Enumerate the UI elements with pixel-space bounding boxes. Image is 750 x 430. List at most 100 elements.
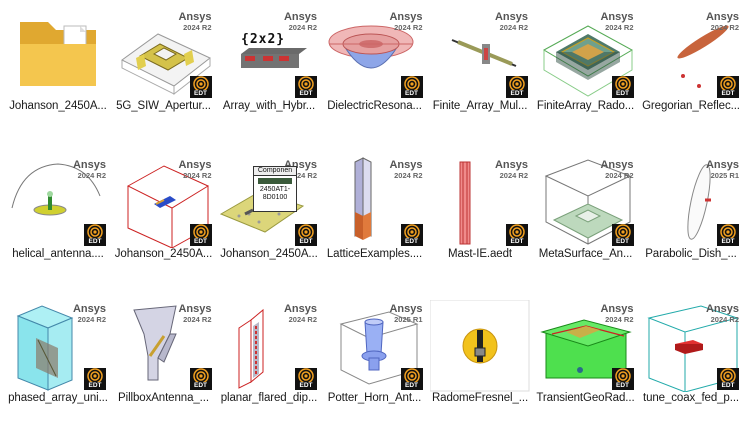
model-preview-icon xyxy=(126,165,209,248)
file-item[interactable]: Ansys 2024 R2 EDT TransientGeoRad... xyxy=(534,292,638,410)
file-item[interactable]: Ansys 2024 R2 EDT planar_flared_dip... xyxy=(217,292,321,410)
file-name-label: TransientGeoRad... xyxy=(536,392,635,404)
model-preview-icon xyxy=(542,25,633,97)
edt-badge-icon: EDT xyxy=(189,76,212,98)
edt-badge-label: EDT xyxy=(299,382,313,389)
zip-archive-icon xyxy=(430,300,530,392)
file-item[interactable]: Ansys 2025 R1 EDT Potter_Horn_Ant... xyxy=(323,292,427,410)
ansys-brand-badge: Ansys 2025 R1 xyxy=(389,304,422,324)
file-thumbnail: Ansys 2024 R2 EDT xyxy=(8,300,108,392)
file-name-label: tune_coax_fed_p... xyxy=(642,392,740,404)
file-item[interactable]: Ansys 2024 R2 EDT Finite_Array_Mul... xyxy=(428,0,532,118)
ansys-brand-badge: Ansys 2024 R2 xyxy=(495,160,528,180)
edt-badge-icon: EDT xyxy=(611,368,634,390)
model-preview-icon xyxy=(539,319,632,379)
edt-badge-icon: EDT xyxy=(717,76,739,98)
edt-badge-label: EDT xyxy=(721,90,735,97)
file-item[interactable]: Ansys 2024 R2 EDT PillboxAntenna_... xyxy=(112,292,216,410)
file-name-label: helical_antenna.... xyxy=(12,248,104,260)
ansys-brand-badge: Ansys 2024 R2 xyxy=(284,304,317,324)
model-preview-icon xyxy=(451,39,517,67)
ansys-version-label: 2024 R2 xyxy=(710,23,739,32)
file-item[interactable]: Ansys 2024 R2 EDT LatticeExamples.... xyxy=(323,148,427,266)
file-thumbnail: Ansys 2024 R2 EDT xyxy=(430,8,530,100)
file-item[interactable]: Ansys 2024 R2 EDT tune_coax_fed_p... xyxy=(639,292,743,410)
edt-badge-label: EDT xyxy=(721,238,735,245)
file-name-label: LatticeExamples.... xyxy=(326,248,423,260)
model-preview-icon xyxy=(238,308,264,389)
ansys-brand-badge: Ansys 2024 R2 xyxy=(600,12,633,32)
file-item[interactable]: Ansys 2025 R1 EDT Parabolic_Dish_... xyxy=(639,148,743,266)
file-thumbnail: Ansys 2024 R2 EDT xyxy=(535,300,636,392)
file-name-label: FiniteArray_Rado... xyxy=(536,100,635,112)
model-preview-icon xyxy=(339,311,418,385)
file-item[interactable]: Ansys 2024 R2 EDT Gregorian_Reflec... xyxy=(639,0,743,118)
ansys-brand-name: Ansys xyxy=(705,11,739,23)
folder-icon xyxy=(20,22,96,86)
file-item[interactable]: Ansys 2024 R2 EDT phased_array_uni... xyxy=(6,292,110,410)
ansys-brand-badge: Ansys 2024 R2 xyxy=(178,160,211,180)
file-name-label: Mast-IE.aedt xyxy=(448,248,512,260)
model-preview-icon xyxy=(459,161,471,245)
edt-badge-icon: EDT xyxy=(717,368,739,390)
ansys-brand-name: Ansys xyxy=(705,159,739,171)
edt-badge-label: EDT xyxy=(88,382,102,389)
edt-badge-icon: EDT xyxy=(295,76,317,98)
edt-badge-icon: EDT xyxy=(84,224,106,246)
ansys-brand-badge: Ansys 2024 R2 xyxy=(178,304,211,324)
edt-badge-icon: EDT xyxy=(400,368,423,390)
ansys-version-label: 2024 R2 xyxy=(605,315,634,324)
edt-badge-label: EDT xyxy=(405,238,418,245)
file-item[interactable]: Ansys 2024 R2 EDT MetaSurface_An... xyxy=(534,148,638,266)
edt-badge-label: EDT xyxy=(405,382,418,389)
ansys-brand-name: Ansys xyxy=(72,159,106,171)
file-thumbnail: Ansys 2024 R2 EDT xyxy=(113,300,214,392)
file-thumbnail xyxy=(8,8,108,100)
file-thumbnail xyxy=(430,300,530,392)
ansys-brand-badge: Ansys 2024 R2 xyxy=(706,12,739,32)
ansys-brand-name: Ansys xyxy=(600,11,634,23)
file-name-label: Potter_Horn_Ant... xyxy=(327,392,422,404)
file-item[interactable]: RadomeFresnel_... xyxy=(428,292,532,410)
model-preview-icon xyxy=(328,25,413,69)
file-item[interactable]: Johanson_2450A... xyxy=(6,0,110,118)
component-swatch xyxy=(258,178,292,184)
ansys-brand-name: Ansys xyxy=(283,303,317,315)
ansys-brand-badge: Ansys 2025 R1 xyxy=(706,160,739,180)
file-item[interactable]: Ansys 2024 R2 EDT DielectricResona... xyxy=(323,0,427,118)
file-name-label: Parabolic_Dish_... xyxy=(645,248,737,260)
file-name-label: PillboxAntenna_... xyxy=(118,392,209,404)
edt-badge-label: EDT xyxy=(616,238,629,245)
file-thumbnail: Ansys 2024 R2 EDT xyxy=(113,156,214,248)
file-thumbnail: Ansys 2024 R2 EDT xyxy=(324,156,425,248)
edt-badge-label: EDT xyxy=(510,90,524,97)
file-item[interactable]: Ansys 2024 R2 EDT 5G_SIW_Apertur... xyxy=(112,0,216,118)
file-item[interactable]: Ansys 2024 R2 EDT helical_antenna.... xyxy=(6,148,110,266)
file-name-label: Finite_Array_Mul... xyxy=(432,100,528,112)
edt-badge-icon: EDT xyxy=(717,224,739,246)
edt-badge-label: EDT xyxy=(194,90,207,97)
file-item[interactable]: Ansys 2024 R2 EDT Componen 2450AT1- 8D01… xyxy=(217,148,321,266)
file-thumbnail: Ansys 2024 R2 EDT xyxy=(535,156,636,248)
file-name-label: Johanson_2450A... xyxy=(114,248,213,260)
component-part-label-2: 8D0100 xyxy=(262,194,288,201)
ansys-brand-badge: Ansys 2024 R2 xyxy=(600,304,633,324)
ansys-brand-name: Ansys xyxy=(494,11,528,23)
file-item[interactable]: Ansys 2024 R2 EDT Mast-IE.aedt xyxy=(428,148,532,266)
ansys-brand-badge: Ansys 2024 R2 xyxy=(495,12,528,32)
ansys-version-label: 2024 R2 xyxy=(605,171,634,180)
model-preview-icon xyxy=(354,157,371,240)
file-item[interactable]: Ansys 2024 R2 EDT FiniteArray_Rado... xyxy=(534,0,638,118)
model-preview-icon xyxy=(687,164,711,240)
file-item[interactable]: Ansys 2024 R2 EDT {2x2}Array_with_Hybr..… xyxy=(217,0,321,118)
ansys-version-label: 2025 R1 xyxy=(394,315,423,324)
edt-badge-label: EDT xyxy=(299,238,313,245)
ansys-brand-badge: Ansys 2024 R2 xyxy=(73,160,106,180)
edt-badge-icon: EDT xyxy=(611,76,634,98)
file-item[interactable]: Ansys 2024 R2 EDT Johanson_2450A... xyxy=(112,148,216,266)
file-name-label: planar_flared_dip... xyxy=(220,392,318,404)
edt-badge-icon: EDT xyxy=(84,368,106,390)
file-thumbnail: Ansys 2024 R2 EDT xyxy=(324,8,425,100)
ansys-brand-name: Ansys xyxy=(600,159,634,171)
ansys-brand-badge: Ansys 2024 R2 xyxy=(389,12,422,32)
